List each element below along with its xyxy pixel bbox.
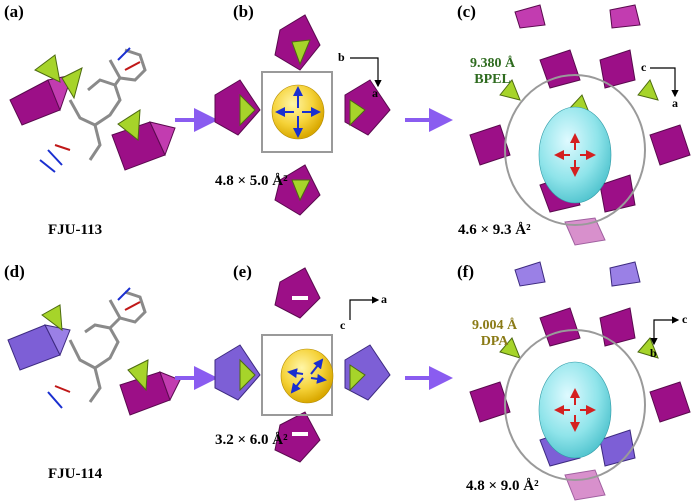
ligand-label-f: 9.004 Å DPA [472, 318, 517, 350]
axis-f-vertical: b [650, 346, 657, 360]
axis-indicator-c [650, 67, 679, 98]
ligand-length-f: 9.004 Å [472, 318, 518, 333]
panel-b-structure [214, 14, 391, 216]
panel-d-structure [7, 287, 181, 416]
compound-name-a: FJU-113 [48, 222, 103, 238]
axis-b-vertical: a [372, 86, 378, 100]
panel-f-label: (f) [457, 262, 474, 281]
panel-e-label: (e) [233, 262, 252, 281]
axis-c-horizontal: c [641, 60, 647, 74]
panel-b-label: (b) [233, 2, 254, 21]
panel-e-structure [214, 267, 391, 463]
panel-d-label: (d) [4, 262, 25, 281]
ligand-length-c: 9.380 Å [470, 56, 516, 71]
axis-b-horizontal: b [338, 50, 345, 64]
axis-e-vertical: c [340, 318, 346, 332]
axis-indicator-e [349, 296, 380, 320]
pore-size-f: 4.8 × 9.0 Å² [466, 478, 539, 494]
pore-size-c: 4.6 × 9.3 Å² [458, 222, 531, 238]
panel-a-structure [9, 47, 176, 173]
panel-f-structure [469, 261, 691, 501]
axis-indicator-f [650, 316, 680, 346]
panel-a-label: (a) [4, 2, 24, 21]
pore-size-e: 3.2 × 6.0 Å² [215, 432, 288, 448]
pore-size-b: 4.8 × 5.0 Å² [215, 173, 288, 189]
axis-indicator-b [350, 57, 382, 88]
panel-c-structure [469, 4, 691, 246]
ligand-name-f: DPA [480, 334, 509, 349]
axis-e-horizontal: a [381, 292, 387, 306]
ligand-label-c: 9.380 Å BPEL [470, 56, 515, 88]
ligand-name-c: BPEL [474, 72, 511, 87]
axis-c-vertical: a [672, 96, 678, 110]
panel-c-label: (c) [457, 2, 476, 21]
axis-f-horizontal: c [682, 312, 688, 326]
compound-name-d: FJU-114 [48, 466, 103, 482]
